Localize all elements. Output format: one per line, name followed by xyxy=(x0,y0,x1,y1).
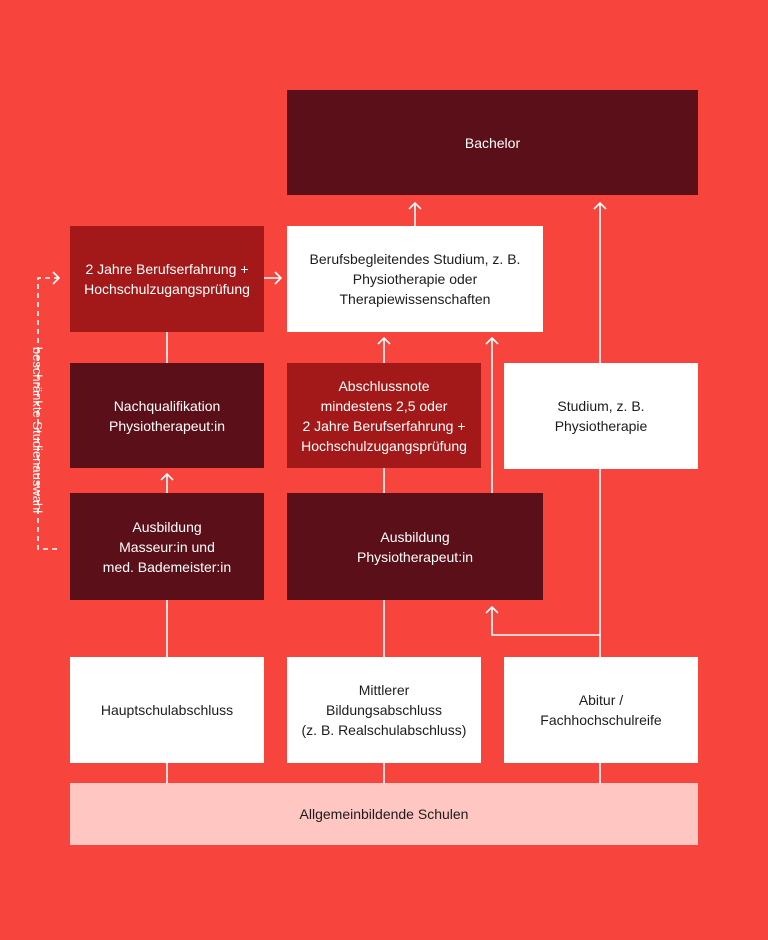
box-allgemeinbildende-schulen: Allgemeinbildende Schulen xyxy=(70,783,698,845)
box-ausbildung-masseur: Ausbildung Masseur:in und med. Bademeist… xyxy=(70,493,264,600)
box-mittlerer-bildungsabschluss: Mittlerer Bildungsabschluss (z. B. Reals… xyxy=(287,657,481,763)
box-abschlussnote: Abschlussnote mindestens 2,5 oder 2 Jahr… xyxy=(287,363,481,468)
box-berufsbegleitendes-studium: Berufsbegleitendes Studium, z. B. Physio… xyxy=(287,226,543,332)
box-nachqualifikation: Nachqualifikation Physiotherapeut:in xyxy=(70,363,264,468)
arrowhead-nachqual xyxy=(160,472,174,481)
arrowhead-berufsbegleitend-left xyxy=(274,271,283,285)
arrowhead-physio-right xyxy=(485,336,499,345)
box-abitur: Abitur / Fachhochschulreife xyxy=(504,657,698,763)
dashed-bracket xyxy=(37,277,59,550)
arrowhead-bachelor-left xyxy=(408,201,422,210)
connector-abitur-physio xyxy=(491,607,600,636)
box-ausbildung-physiotherapeut: Ausbildung Physiotherapeut:in xyxy=(287,493,543,600)
box-studium: Studium, z. B. Physiotherapie xyxy=(504,363,698,469)
arrowhead-abschlussnote xyxy=(377,336,391,345)
box-berufserfahrung-hzp: 2 Jahre Berufserfahrung + Hochschulzugan… xyxy=(70,226,264,332)
box-bachelor: Bachelor xyxy=(287,90,698,195)
side-label: beschränkte Studienauswahl xyxy=(30,346,45,514)
arrowhead-physio-bottom xyxy=(485,605,499,614)
arrowhead-bachelor-right xyxy=(593,201,607,210)
arrowhead-dashed xyxy=(52,271,61,285)
box-hauptschulabschluss: Hauptschulabschluss xyxy=(70,657,264,763)
